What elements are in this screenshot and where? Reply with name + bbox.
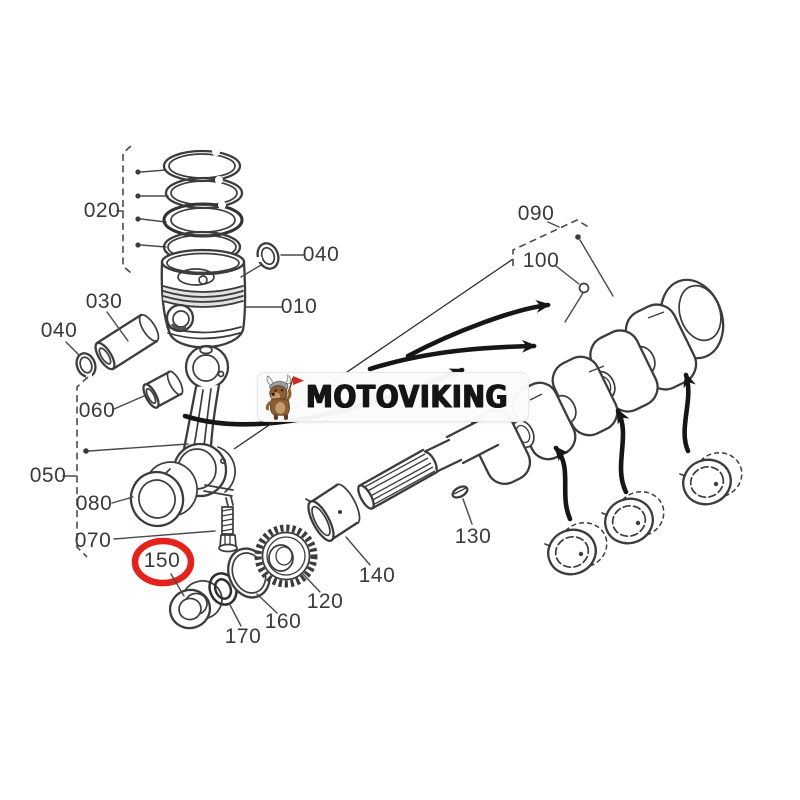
part-label-020: 020 [83,199,121,222]
part-label-040-top: 040 [302,243,340,266]
part-label-090: 090 [517,202,555,225]
part-label-080: 080 [75,492,113,515]
rod-bolt [113,506,238,553]
snap-ring-top [240,242,305,278]
snap-ring-left [65,341,97,379]
callout-090-100 [512,219,614,323]
crank-collar [168,580,223,630]
main-bushing [305,483,371,566]
part-label-060: 060 [78,399,116,422]
part-label-040-left: 040 [40,319,78,342]
woodruff-key [451,485,473,525]
part-label-100: 100 [522,249,560,272]
callout-bracket-020 [116,145,169,274]
part-label-130: 130 [454,525,492,548]
brand-watermark: MOTOVIKING [257,372,529,422]
part-label-170: 170 [224,625,262,648]
part-label-010: 010 [280,295,318,318]
piston-pin [94,311,160,371]
viking-dog-mascot-icon [265,374,304,420]
crankshaft [357,278,725,510]
part-label-070: 070 [74,529,112,552]
crank-gear [254,524,321,593]
part-label-050: 050 [29,464,67,487]
brand-name: MOTOVIKING [306,379,509,415]
main-bearing-shells [544,452,743,576]
callout-bracket-050 [62,376,189,558]
part-label-030: 030 [85,290,123,313]
small-end-bushing [113,370,184,410]
part-label-150: 150 [143,549,181,572]
part-label-160: 160 [264,610,302,633]
part-label-120: 120 [306,590,344,613]
big-end-bearing [111,461,198,528]
highlight-circle-150 [131,537,195,597]
piston-rings [162,148,244,264]
part-label-140: 140 [358,564,396,587]
